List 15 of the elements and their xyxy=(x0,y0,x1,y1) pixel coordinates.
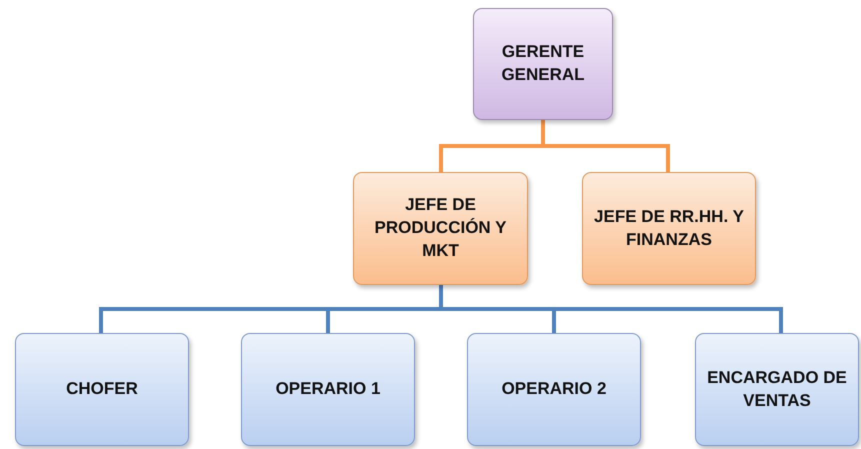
org-chart-box xyxy=(473,8,613,120)
position-title: ENCARGADO DE VENTAS xyxy=(706,366,848,412)
org-chart-box xyxy=(467,333,641,446)
position-title: JEFE DE RR.HH. Y FINANZAS xyxy=(593,206,745,250)
position-title: GERENTE GENERAL xyxy=(500,41,586,86)
org-chart-box xyxy=(353,172,528,285)
position-title: JEFE DE PRODUCCIÓN Y MKT xyxy=(374,194,508,262)
position-title: OPERARIO 1 xyxy=(274,378,382,400)
connector-line xyxy=(439,285,783,333)
org-chart-box xyxy=(241,333,415,446)
position-title: CHOFER xyxy=(65,378,139,400)
org-chart-box xyxy=(15,333,189,446)
org-chart-box xyxy=(582,172,756,285)
org-chart-box xyxy=(695,333,859,446)
position-title: OPERARIO 2 xyxy=(500,378,608,400)
